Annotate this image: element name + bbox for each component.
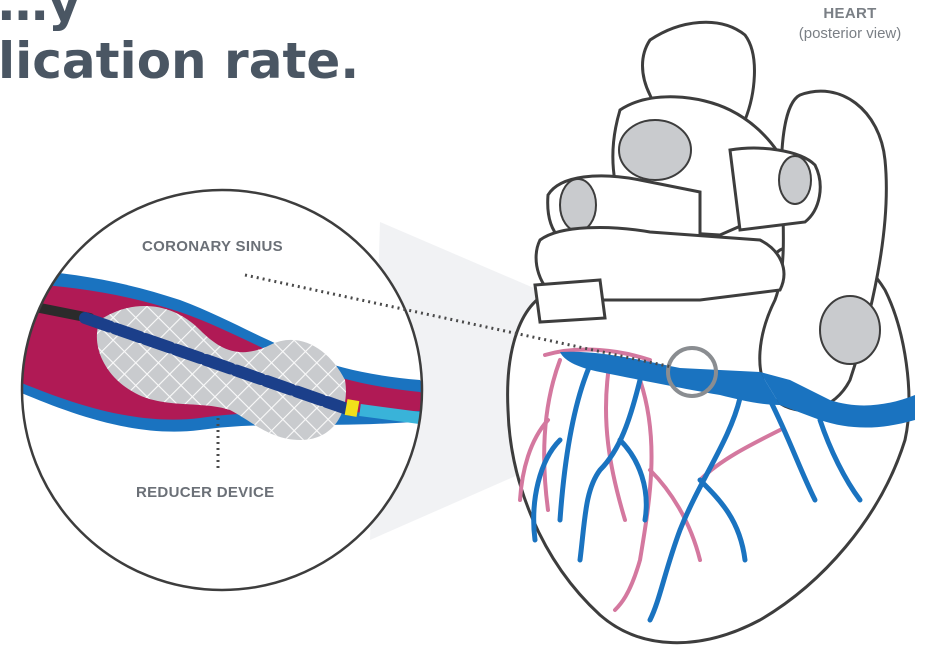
catheter-tip bbox=[360, 410, 420, 418]
heart-illustration bbox=[508, 22, 915, 642]
inferior-vein-stub bbox=[535, 280, 605, 322]
coronary-sinus-label: CORONARY SINUS bbox=[142, 238, 283, 255]
reducer-device-label: REDUCER DEVICE bbox=[136, 484, 274, 501]
vessel-opening-2 bbox=[560, 179, 596, 231]
vessel-opening-1 bbox=[619, 120, 691, 180]
vessel-opening-3 bbox=[779, 156, 811, 204]
pulmonary-vein-opening bbox=[820, 296, 880, 364]
